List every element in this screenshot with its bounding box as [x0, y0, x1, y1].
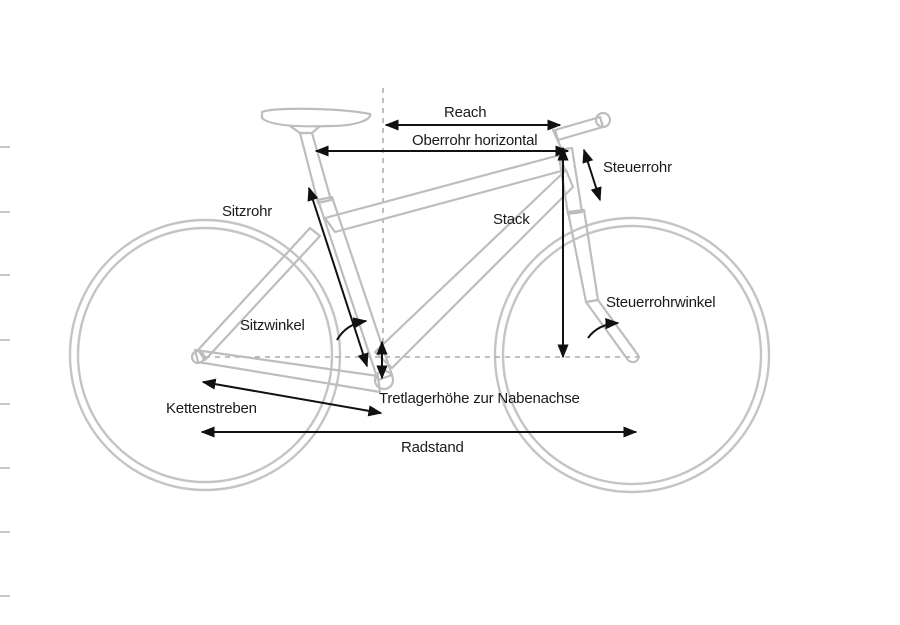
kettenstreben-arrow — [201, 378, 383, 417]
steuerrohr-arrow — [582, 148, 602, 202]
label-oberrohr-horizontal: Oberrohr horizontal — [412, 132, 538, 149]
front-wheel — [493, 216, 771, 494]
label-steuerrohrwinkel: Steuerrohrwinkel — [606, 294, 716, 311]
label-stack: Stack — [493, 211, 530, 228]
label-reach: Reach — [444, 104, 487, 121]
sitzwinkel-arc — [336, 317, 368, 341]
label-sitzrohr: Sitzrohr — [222, 203, 273, 220]
label-kettenstreben: Kettenstreben — [166, 400, 257, 417]
rear-wheel — [68, 218, 342, 492]
dimension-lines — [200, 119, 638, 438]
label-tretlagerhoehe: Tretlagerhöhe zur Nabenachse — [379, 390, 580, 407]
left-edge-ticks — [0, 146, 10, 597]
label-radstand: Radstand — [401, 439, 464, 456]
steuerrohrwinkel-arc — [587, 318, 620, 339]
sitzrohr-arrow — [307, 186, 369, 368]
label-steuerrohr: Steuerrohr — [603, 159, 672, 176]
label-sitzwinkel: Sitzwinkel — [240, 317, 305, 334]
